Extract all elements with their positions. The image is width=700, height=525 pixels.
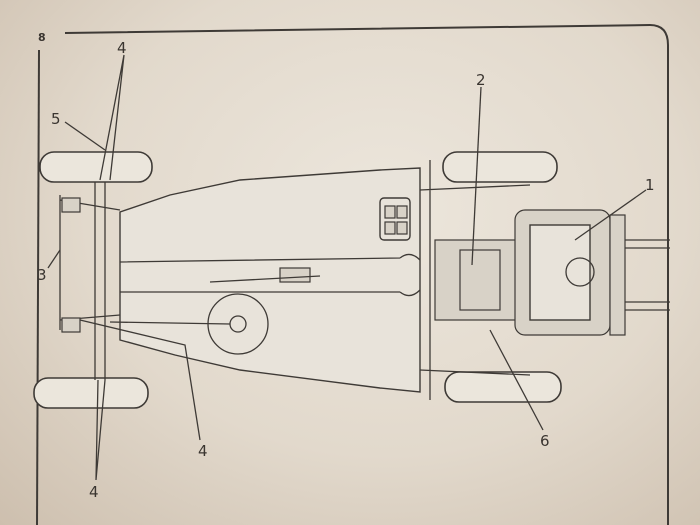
leader-1	[574, 189, 647, 241]
rear-bumper-bars	[625, 239, 670, 311]
front-left-tire	[39, 151, 153, 183]
page-border-top-right	[64, 23, 669, 525]
front-axle	[59, 182, 121, 380]
fan-housing	[565, 257, 595, 287]
gear-lever-base	[279, 267, 311, 283]
front-right-tire	[33, 377, 149, 409]
leader-6	[489, 329, 544, 431]
leader-4-top	[99, 54, 125, 181]
callout-2: 2	[476, 71, 486, 89]
leader-4-bottom	[95, 379, 106, 481]
callout-4-mid: 4	[198, 442, 208, 460]
callout-4-bottom: 4	[89, 483, 99, 501]
leader-2	[471, 86, 482, 266]
callout-5: 5	[51, 110, 61, 128]
central-tunnel	[119, 253, 421, 297]
engine-block	[529, 224, 591, 321]
body-pan	[119, 167, 421, 393]
callout-4-top: 4	[117, 39, 127, 57]
battery-cell	[384, 205, 396, 219]
battery-cell	[396, 221, 408, 235]
callout-3: 3	[37, 266, 47, 284]
rear-left-tire	[442, 151, 558, 183]
leader-3	[47, 249, 61, 269]
rear-bumper-mount	[609, 214, 626, 336]
handbrake	[209, 275, 321, 283]
front-damper-left	[61, 197, 81, 213]
differential	[459, 249, 501, 311]
page-border-left	[36, 49, 40, 525]
rear-right-tire	[444, 371, 562, 403]
leader-5	[64, 121, 106, 151]
battery-cell	[396, 205, 408, 219]
leader-4-mid	[79, 319, 201, 441]
steering-column	[109, 321, 231, 325]
rear-suspension	[419, 160, 531, 400]
callout-6: 6	[540, 432, 550, 450]
front-damper-right	[61, 317, 81, 333]
callout-1: 1	[645, 176, 655, 194]
battery-cell	[384, 221, 396, 235]
page-number: 8	[38, 31, 46, 44]
